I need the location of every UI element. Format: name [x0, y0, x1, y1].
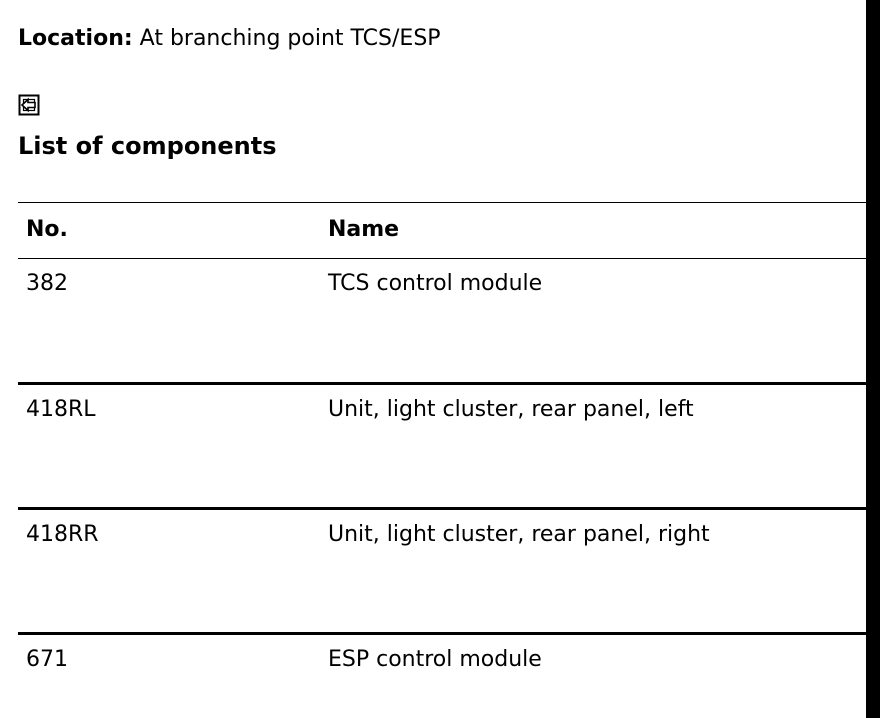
- component-number: 382: [26, 271, 68, 296]
- column-header-name: Name: [328, 217, 400, 242]
- component-name: Unit, light cluster, rear panel, right: [328, 522, 710, 547]
- component-name: Unit, light cluster, rear panel, left: [328, 397, 694, 422]
- components-table: No. Name 382 TCS control module 418RL Un…: [18, 202, 866, 714]
- component-number: 671: [26, 647, 68, 672]
- component-name: ESP control module: [328, 647, 542, 672]
- table-row: 418RL Unit, light cluster, rear panel, l…: [18, 384, 866, 509]
- back-arrow-icon[interactable]: [18, 94, 40, 116]
- location-label: Location:: [18, 26, 133, 51]
- column-header-no: No.: [26, 217, 68, 242]
- component-number: 418RL: [26, 397, 96, 422]
- component-number: 418RR: [26, 522, 99, 547]
- component-name: TCS control module: [328, 271, 543, 296]
- location-value: At branching point TCS/ESP: [139, 26, 441, 51]
- table-row: 671 ESP control module: [18, 634, 866, 714]
- table-row: 382 TCS control module: [18, 259, 866, 384]
- table-row: 418RR Unit, light cluster, rear panel, r…: [18, 509, 866, 634]
- right-edge-bar: [866, 0, 880, 718]
- section-title: List of components: [18, 132, 277, 160]
- table-header-row: No. Name: [18, 202, 866, 259]
- location-line: Location: At branching point TCS/ESP: [18, 24, 441, 54]
